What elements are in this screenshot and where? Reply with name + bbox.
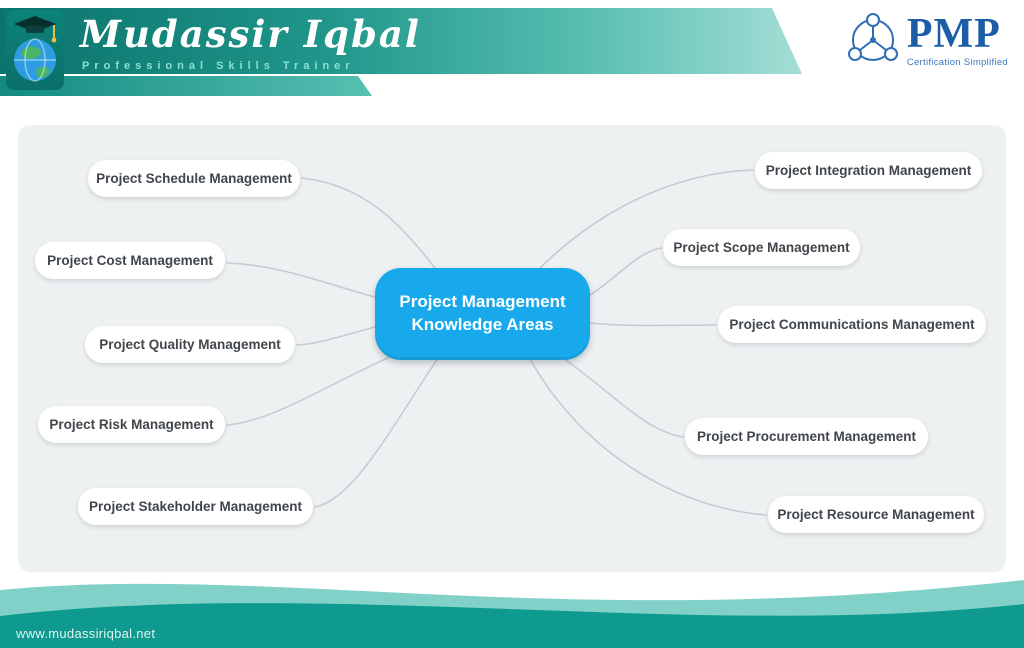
footer-wave: [0, 580, 1024, 648]
pmp-logo: PMP Certification Simplified: [845, 12, 1008, 68]
brand-logo-icon: [6, 10, 64, 90]
pmp-tagline: Certification Simplified: [906, 56, 1008, 68]
connector: [226, 262, 376, 298]
mindmap-panel: Project Management Knowledge Areas Proje…: [18, 125, 1006, 572]
brand-subtitle: Professional Skills Trainer: [82, 60, 355, 72]
connector: [226, 356, 391, 426]
center-node: Project Management Knowledge Areas: [375, 268, 590, 360]
pmp-text-block: PMP Certification Simplified: [907, 13, 1008, 68]
connector: [301, 177, 439, 273]
node-project-schedule-management: Project Schedule Management: [88, 160, 300, 197]
globe-graduation-cap-icon: [14, 16, 57, 82]
brand-name: Mudassir Iqbal: [80, 12, 421, 56]
connector-lines: [226, 169, 767, 516]
node-project-stakeholder-management: Project Stakeholder Management: [78, 488, 313, 525]
node-project-communications-management: Project Communications Management: [718, 306, 986, 343]
node-project-procurement-management: Project Procurement Management: [685, 418, 928, 455]
header-banner: [0, 8, 802, 74]
node-project-cost-management: Project Cost Management: [35, 242, 225, 279]
header-banner-ribbon: [0, 76, 372, 96]
connector: [537, 169, 754, 271]
website-url: www.mudassiriqbal.net: [16, 626, 156, 641]
node-project-integration-management: Project Integration Management: [755, 152, 982, 189]
connector: [529, 358, 767, 516]
node-project-scope-management: Project Scope Management: [663, 229, 860, 266]
node-project-risk-management: Project Risk Management: [38, 406, 225, 443]
node-project-quality-management: Project Quality Management: [85, 326, 295, 363]
pmp-network-icon: [847, 13, 898, 61]
connector: [589, 322, 717, 327]
connector: [589, 247, 662, 296]
node-project-resource-management: Project Resource Management: [768, 496, 984, 533]
center-node-line1: Project Management: [399, 292, 566, 312]
connector: [314, 357, 439, 508]
center-node-line2: Knowledge Areas: [411, 315, 554, 334]
pmp-acronym: PMP: [906, 10, 1001, 57]
connector: [296, 326, 376, 346]
connector: [562, 357, 684, 438]
